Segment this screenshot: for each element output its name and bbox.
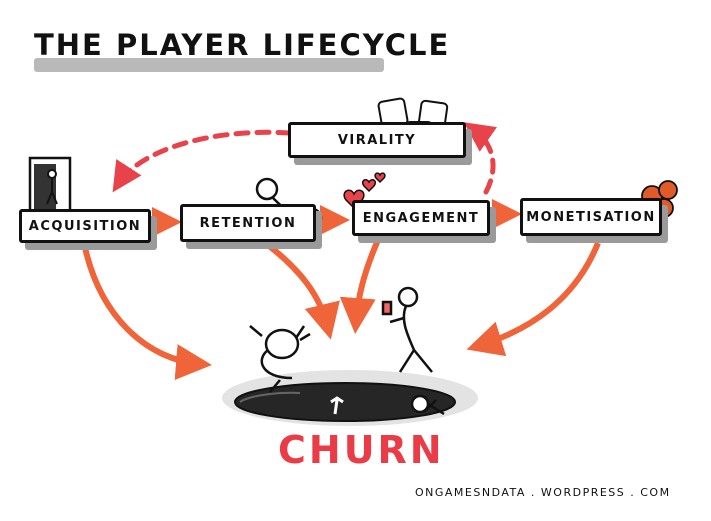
page-title: THE PLAYER LIFECYCLE	[34, 28, 451, 62]
engagement-label: ENGAGEMENT	[362, 210, 480, 226]
arrow-acquisition-to-churn	[81, 242, 212, 381]
falling-player-figure	[249, 325, 311, 393]
title-wrap: THE PLAYER LIFECYCLE	[34, 28, 450, 62]
door-person-icon	[28, 156, 72, 214]
virality-box: VIRALITY	[288, 122, 466, 158]
acquisition-label: ACQUISITION	[28, 218, 142, 234]
climbing-player-figure	[410, 394, 445, 416]
churn-hole	[222, 370, 478, 426]
acquisition-box: ACQUISITION	[19, 209, 151, 243]
churn-label: CHURN	[278, 428, 445, 472]
footer-url: ONGAMESNDATA . WORDPRESS . COM	[415, 486, 671, 499]
monetisation-label: MONETISATION	[526, 209, 656, 225]
arrow-monetisation-to-churn	[466, 241, 601, 357]
arrow-retention-to-churn	[266, 242, 340, 340]
title-underline	[34, 58, 384, 72]
virality-label: VIRALITY	[337, 132, 417, 148]
hearts-icon	[343, 172, 386, 210]
virality-loop-arrow-right	[463, 122, 497, 195]
retention-label: RETENTION	[199, 215, 297, 231]
monetisation-box: MONETISATION	[520, 198, 662, 236]
engagement-box: ENGAGEMENT	[352, 200, 490, 236]
retention-box: RETENTION	[180, 204, 316, 242]
walking-player-figure	[381, 286, 433, 373]
arrow-engagement-to-churn	[339, 238, 381, 334]
virality-loop-arrow-left	[112, 129, 293, 193]
